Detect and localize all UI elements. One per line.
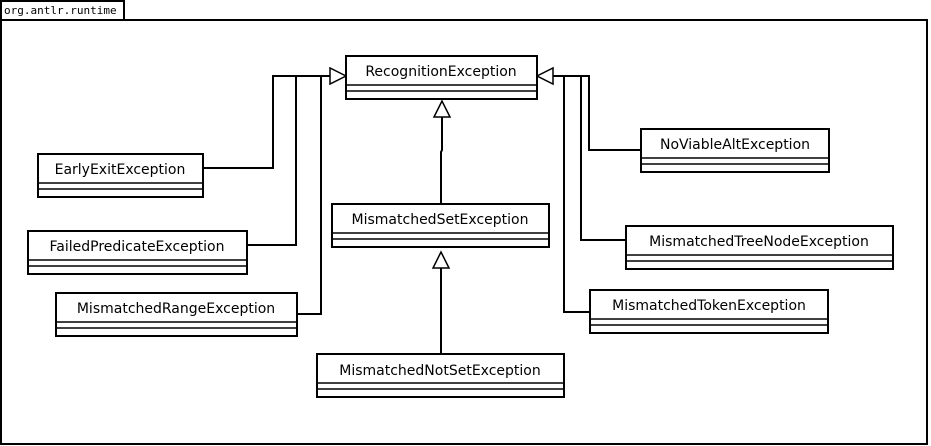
edge-early-exit	[203, 75, 330, 169]
arrowhead-up-icon-2	[431, 250, 451, 269]
class-name: FailedPredicateException	[50, 239, 225, 255]
class-no-viable-alt-exception[interactable]: NoViableAltException	[640, 128, 830, 173]
package-body	[0, 19, 928, 445]
arrowhead-left-icon	[329, 66, 348, 86]
class-mismatched-range-exception[interactable]: MismatchedRangeException	[55, 292, 298, 337]
class-name: RecognitionException	[365, 64, 516, 80]
class-name: MismatchedTokenException	[612, 298, 806, 314]
class-name: EarlyExitException	[55, 162, 186, 178]
arrowhead-up-icon	[432, 99, 452, 118]
edge-mismatched-token	[563, 76, 590, 313]
generalization-edges	[203, 75, 641, 354]
class-failed-predicate-exception[interactable]: FailedPredicateException	[27, 230, 248, 275]
package-name: org.antlr.runtime	[4, 4, 117, 17]
edge-mismatched-tree-node	[580, 76, 626, 241]
edge-mismatched-range	[297, 76, 322, 315]
arrowheads	[329, 66, 554, 269]
class-mismatched-tree-node-exception[interactable]: MismatchedTreeNodeException	[625, 225, 894, 270]
class-name: MismatchedTreeNodeException	[649, 234, 869, 250]
class-mismatched-token-exception[interactable]: MismatchedTokenException	[589, 289, 829, 334]
class-recognition-exception[interactable]: RecognitionException	[345, 55, 538, 100]
edge-mismatched-set	[440, 117, 443, 204]
edge-no-viable-alt	[553, 75, 641, 151]
arrowhead-right-icon	[535, 66, 554, 86]
class-mismatched-set-exception[interactable]: MismatchedSetException	[331, 203, 550, 248]
class-mismatched-not-set-exception[interactable]: MismatchedNotSetException	[316, 353, 565, 398]
class-early-exit-exception[interactable]: EarlyExitException	[37, 153, 204, 198]
class-name: MismatchedRangeException	[77, 301, 275, 317]
class-name: NoViableAltException	[660, 137, 810, 153]
class-name: MismatchedNotSetException	[339, 363, 540, 379]
edge-failed-predicate	[247, 76, 297, 246]
class-name: MismatchedSetException	[352, 212, 529, 228]
